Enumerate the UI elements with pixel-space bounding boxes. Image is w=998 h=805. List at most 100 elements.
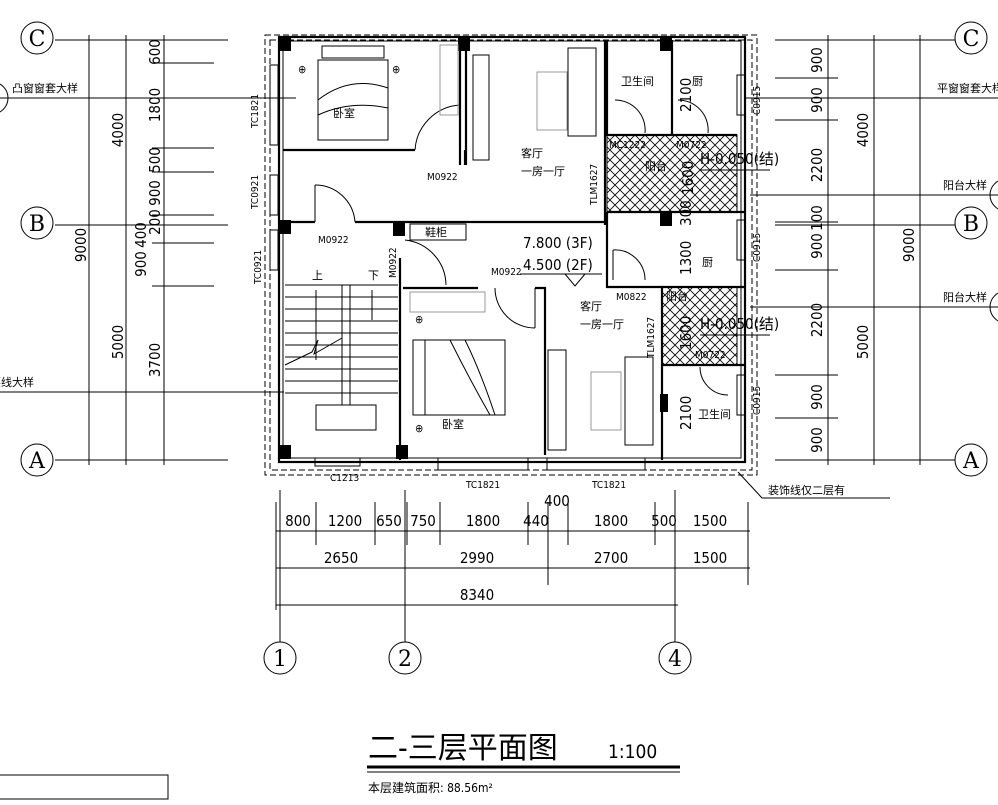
- level-balcony-1: H-0.050(结): [700, 150, 779, 168]
- bottom-dimensions: 800 1200 650 750 1800 440 400 1800 500 1…: [275, 492, 750, 610]
- dim-text: 2700: [594, 549, 628, 567]
- dim-text: 5000: [109, 325, 127, 359]
- dim-text: 2200: [808, 303, 826, 337]
- dim-text: 2200: [808, 148, 826, 182]
- door-code: M0922: [427, 172, 458, 183]
- dim-text: 800: [285, 512, 311, 530]
- axis-2: 2: [398, 647, 412, 672]
- axis-a-left: A: [28, 449, 46, 474]
- callout-balcony-2: 阳台大样: [943, 290, 987, 304]
- dim-text: 500: [651, 512, 677, 530]
- dim-text: 8340: [460, 586, 494, 604]
- door-code: MC1222: [609, 140, 646, 151]
- dim-text: 1800: [146, 88, 164, 122]
- dim-text: 900: [808, 233, 826, 259]
- dim-text: 1200: [328, 512, 362, 530]
- room-balcony-1: 阳台: [645, 159, 667, 173]
- dim-text: 200: [146, 209, 164, 235]
- axis-4: 4: [668, 647, 682, 672]
- axis-c-left: C: [29, 27, 46, 52]
- door-code: TLM1627: [589, 164, 600, 206]
- dim-text: 900: [808, 384, 826, 410]
- furniture: ⊕ ⊕ ⊕ ⊕: [298, 44, 654, 451]
- right-dimensions: 900 900 2200 100 900 2200 900 900 4000 5…: [775, 35, 921, 465]
- dim-text: 900: [808, 427, 826, 453]
- dim-text: 1800: [594, 512, 628, 530]
- axis-bubbles: C B A C B A 1 2 4: [20, 21, 988, 675]
- room-bedroom-1: 卧室: [333, 106, 355, 120]
- svg-text:⊕: ⊕: [415, 422, 423, 435]
- dim-text: 5000: [854, 325, 872, 359]
- dim-text: 1300: [677, 241, 695, 275]
- door-code: M0922: [491, 267, 522, 278]
- dim-text: 900: [146, 180, 164, 206]
- windows: [269, 64, 746, 471]
- svg-text:⊕: ⊕: [415, 313, 423, 326]
- axis-b-left: B: [29, 212, 45, 237]
- balcony-hatch: [606, 134, 738, 213]
- shoe-cabinet-label: 鞋柜: [425, 225, 447, 239]
- dim-text: 1500: [693, 512, 727, 530]
- level-marks: 7.800 (3F) 4.500 (2F) H-0.050(结) H-0.050…: [520, 150, 779, 336]
- window-code: TC1821: [250, 94, 261, 129]
- axis-a-right: A: [962, 449, 980, 474]
- window-code: TC0921: [253, 250, 264, 285]
- door-code: M0722: [695, 350, 726, 361]
- dim-text: 4000: [109, 113, 127, 147]
- door-code: M0922: [388, 247, 399, 278]
- building: ⊕ ⊕ ⊕ ⊕: [264, 34, 758, 476]
- callout-waistline: 腰线大样: [0, 375, 34, 389]
- drawing-title: 二-三层平面图 1:100 本层建筑面积: 88.56m²: [0, 731, 680, 800]
- left-dimensions: 9000 4000 5000 600 1800 500 900 200 400 …: [72, 35, 214, 465]
- room-dimensions: 2100 1600 300 1300 1600 2100: [677, 78, 697, 430]
- dim-text: 900: [808, 87, 826, 113]
- floor-area: 本层建筑面积: 88.56m²: [368, 780, 493, 795]
- dim-text: 400: [132, 222, 150, 248]
- dim-text: 300: [677, 200, 695, 226]
- door-code: M0822: [616, 292, 647, 303]
- callout-balcony-1: 阳台大样: [943, 178, 987, 192]
- callout-bay-window: 凸窗窗套大样: [12, 81, 78, 95]
- room-balcony-2: 阳台: [666, 289, 688, 303]
- level-balcony-2: H-0.050(结): [700, 315, 779, 333]
- stair-up-label: 上: [312, 269, 323, 282]
- dim-text: 1600: [677, 316, 695, 350]
- room-bath-1: 卫生间: [621, 74, 654, 88]
- svg-text:⊕: ⊕: [298, 63, 306, 76]
- room-living-1: 客厅: [521, 146, 543, 160]
- dim-text: 9000: [900, 228, 918, 262]
- dim-text: 2100: [677, 396, 695, 430]
- window-code: TC0921: [250, 175, 261, 210]
- window-code: C1213: [330, 473, 359, 484]
- axis-1: 1: [273, 647, 287, 672]
- window-code: C0915: [752, 233, 763, 262]
- svg-text:⊕: ⊕: [392, 63, 400, 76]
- door-code: M0722: [676, 140, 707, 151]
- dim-text: 2990: [460, 549, 494, 567]
- window-code: C0915: [752, 386, 763, 415]
- level-3f: 7.800 (3F): [523, 234, 593, 252]
- dim-text: 2100: [677, 78, 695, 112]
- dim-text: 1800: [466, 512, 500, 530]
- room-bath-2: 卫生间: [698, 407, 731, 421]
- legend-box: [0, 774, 169, 800]
- dim-text: 2650: [324, 549, 358, 567]
- opening-codes: M0922 M0922 M0922 M0922 M0822 MC1222 M07…: [250, 86, 763, 491]
- dim-text: 1500: [693, 549, 727, 567]
- dim-text: 1600: [679, 161, 697, 195]
- dim-text: 600: [146, 39, 164, 65]
- dim-text: 9000: [72, 228, 90, 262]
- axis-c-right: C: [963, 27, 980, 52]
- balcony-hatch: [661, 286, 738, 366]
- detail-callouts: 凸窗窗套大样 腰线大样 平窗窗套大样 阳台大样 阳台大样 装饰线仅二层有: [0, 81, 998, 499]
- dim-text: 750: [410, 512, 436, 530]
- room-living-2: 客厅: [580, 299, 602, 313]
- drawing-scale: 1:100: [608, 741, 657, 763]
- axis-b-right: B: [963, 212, 979, 237]
- callout-decor-line: 装饰线仅二层有: [768, 483, 845, 497]
- dim-text: 440: [523, 512, 549, 530]
- room-labels: 卧室 卧室 客厅 一房一厅 客厅 一房一厅 卫生间 卫生间 厨 厨 阳台 阳台 …: [312, 74, 731, 431]
- dim-text: 900: [808, 47, 826, 73]
